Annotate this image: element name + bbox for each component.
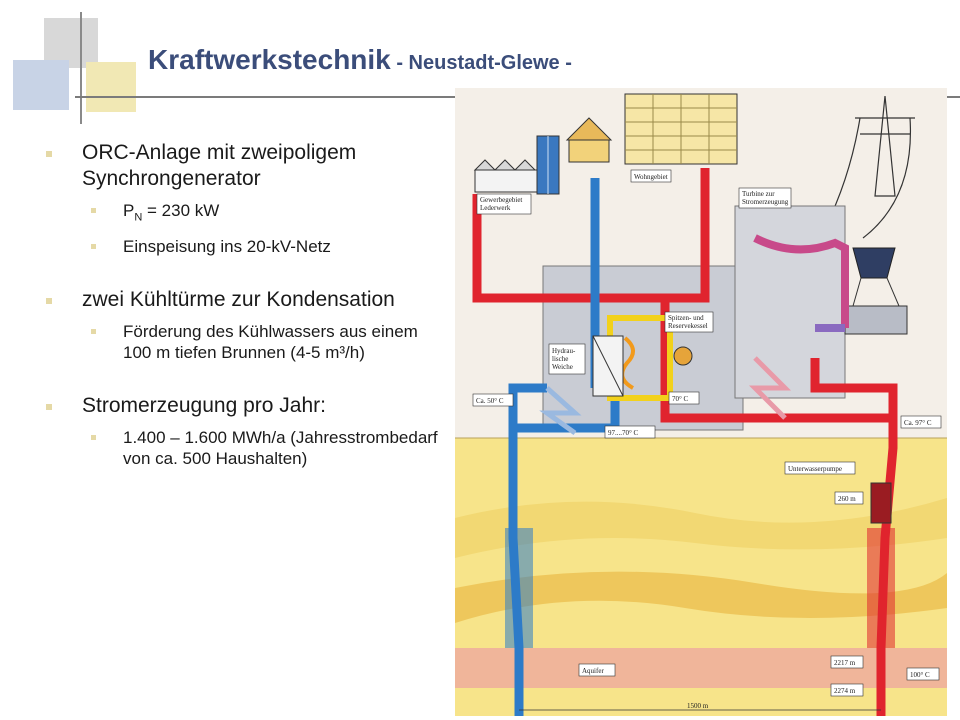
svg-text:97....70° C: 97....70° C (608, 429, 639, 437)
svg-text:lische: lische (552, 355, 568, 363)
svg-text:Stromerzeugung: Stromerzeugung (742, 198, 789, 206)
aquifer-layer (455, 648, 947, 688)
heat-exchanger (539, 386, 582, 436)
corner-decoration (0, 0, 140, 130)
production-well (867, 528, 895, 648)
residential-block-icon (624, 93, 738, 165)
bullet-item: ORC-Anlage mit zweipoligem Synchrongener… (42, 140, 442, 192)
svg-text:Ca. 50° C: Ca. 50° C (476, 397, 504, 405)
ground-stratum (455, 571, 947, 623)
sub-bullet-item: Einspeisung ins 20-kV-Netz (42, 236, 442, 257)
house-icon (565, 117, 613, 163)
svg-text:1500 m: 1500 m (687, 702, 709, 710)
ground-stratum (455, 498, 947, 558)
svg-text:Turbine zur: Turbine zur (742, 190, 775, 198)
svg-text:Spitzen- und: Spitzen- und (668, 314, 704, 322)
svg-text:Ca. 97° C: Ca. 97° C (904, 419, 932, 427)
bullet-group: zwei Kühltürme zur Kondensation Förderun… (42, 287, 442, 363)
svg-text:2217 m: 2217 m (834, 659, 856, 667)
bullet-item: Stromerzeugung pro Jahr: (42, 393, 442, 419)
svg-text:260 m: 260 m (838, 495, 856, 503)
svg-text:Unterwasserpumpe: Unterwasserpumpe (788, 465, 842, 473)
svg-text:Reservekessel: Reservekessel (668, 322, 708, 330)
sub-bullet-item: PN = 230 kW (42, 200, 442, 228)
bullet-list: ORC-Anlage mit zweipoligem Synchrongener… (42, 140, 442, 499)
injection-well (505, 528, 533, 648)
diagram-labels: Gewerbegebiet Lederwerk Wohngebiet Turbi… (472, 169, 942, 711)
industrial-building-icon (473, 159, 538, 193)
apartment-tower-icon (536, 135, 560, 195)
svg-text:Wohngebiet: Wohngebiet (634, 173, 668, 181)
svg-text:70° C: 70° C (672, 395, 689, 403)
svg-text:100° C: 100° C (910, 671, 930, 679)
svg-text:Weiche: Weiche (552, 363, 573, 371)
submersible-pump (870, 482, 892, 524)
svg-text:Lederwerk: Lederwerk (480, 204, 511, 212)
svg-text:Hydrau-: Hydrau- (552, 347, 576, 355)
heat-exchanger (748, 356, 792, 420)
turbine-housing (734, 205, 846, 399)
burner-icon (673, 346, 693, 366)
turbine-loop (753, 234, 849, 328)
bullet-item: zwei Kühltürme zur Kondensation (42, 287, 442, 313)
svg-text:Gewerbegebiet: Gewerbegebiet (480, 196, 522, 204)
bullet-group: Stromerzeugung pro Jahr: 1.400 – 1.600 M… (42, 393, 442, 469)
svg-text:Aquifer: Aquifer (582, 667, 604, 675)
svg-text:2274 m: 2274 m (834, 687, 856, 695)
sub-bullet-item: 1.400 – 1.600 MWh/a (Jahresstrombedarf v… (42, 427, 442, 469)
bullet-group: ORC-Anlage mit zweipoligem Synchrongener… (42, 140, 442, 257)
geothermal-plant-diagram: Gewerbegebiet Lederwerk Wohngebiet Turbi… (455, 88, 947, 716)
page-title: Kraftwerkstechnik - Neustadt-Glewe - (148, 44, 572, 75)
sub-bullet-item: Förderung des Kühlwassers aus einem 100 … (42, 321, 442, 363)
